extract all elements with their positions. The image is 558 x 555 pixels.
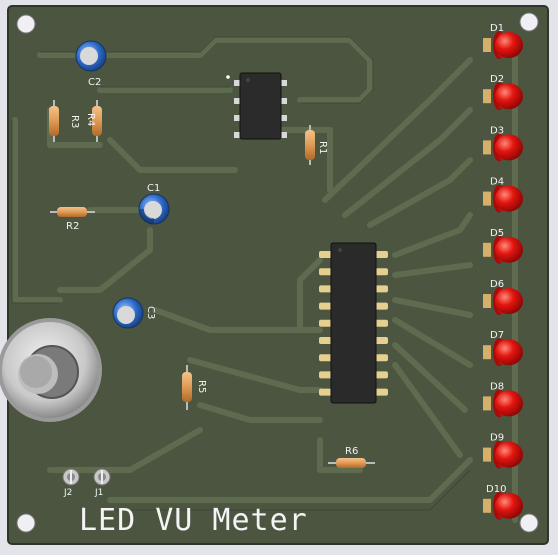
led-d5 — [483, 235, 523, 264]
ic-pin — [375, 285, 388, 293]
ic-pin — [319, 285, 332, 293]
label-d1: D1 — [490, 23, 504, 34]
label-r3: R3 — [69, 115, 80, 128]
ic-pin — [375, 388, 388, 396]
ic-pin — [375, 302, 388, 310]
label-d5: D5 — [490, 228, 504, 239]
label-r4: R4 — [85, 113, 96, 126]
capacitor-c3 — [112, 297, 144, 329]
board-title: LED VU Meter — [79, 503, 308, 538]
led-column — [483, 31, 523, 520]
led-d3 — [483, 133, 523, 162]
led-d2 — [483, 82, 523, 111]
ic-small — [226, 72, 287, 140]
copper-traces — [12, 37, 518, 523]
label-d2: D2 — [490, 74, 504, 85]
mounting-holes — [16, 12, 539, 533]
label-d6: D6 — [490, 279, 504, 290]
ic-pin — [319, 388, 332, 396]
ic-pin — [319, 251, 332, 258]
label-c1: C1 — [147, 183, 160, 194]
potentiometer — [0, 318, 102, 422]
led-d8 — [483, 389, 523, 418]
resistor-r2 — [50, 207, 95, 217]
label-r5: R5 — [196, 380, 207, 393]
label-r1: R1 — [317, 141, 328, 154]
ic-pin — [319, 337, 332, 344]
ic-pin — [319, 371, 332, 379]
led-d7 — [483, 338, 523, 367]
ic-pin — [375, 251, 388, 258]
mounting-hole — [519, 513, 539, 533]
label-d3: D3 — [490, 125, 504, 136]
connector-j1 — [93, 468, 111, 486]
label-r6: R6 — [345, 446, 358, 457]
silkscreen-labels: C1 C2 C3 R1 R2 R3 R4 R5 R6 J2 J1 D1D2D3D… — [63, 23, 506, 498]
ic-pin — [319, 268, 332, 276]
led-d4 — [483, 184, 523, 213]
resistor-r5 — [182, 365, 192, 410]
ic-pin — [319, 319, 332, 327]
resistor-r4 — [92, 100, 102, 142]
ic-pin — [375, 319, 388, 327]
label-c3: C3 — [145, 306, 156, 319]
mounting-hole — [16, 14, 36, 34]
ic-pin — [375, 337, 388, 344]
ic-pin — [375, 354, 388, 362]
resistor-r1 — [305, 125, 315, 165]
label-j1: J1 — [94, 488, 103, 498]
led-d1 — [483, 31, 523, 59]
capacitor-c1 — [138, 193, 170, 225]
connector-j2 — [62, 468, 80, 486]
capacitor-c2 — [75, 40, 107, 72]
mounting-hole — [16, 513, 36, 533]
resistor-r3 — [49, 100, 59, 142]
label-d7: D7 — [490, 330, 504, 341]
ic-pin — [375, 268, 388, 276]
ic-pin — [319, 302, 332, 310]
label-j2: J2 — [63, 488, 72, 498]
led-d6 — [483, 287, 523, 315]
label-r2: R2 — [66, 221, 79, 232]
led-d9 — [483, 440, 523, 469]
resistor-r6 — [328, 458, 375, 468]
ic-pin — [319, 354, 332, 362]
label-d4: D4 — [490, 177, 504, 188]
led-d10 — [483, 491, 523, 520]
ic-pin — [375, 371, 388, 379]
label-d8: D8 — [490, 381, 504, 392]
label-d9: D9 — [490, 433, 504, 444]
trace-edges — [11, 36, 471, 511]
mounting-hole — [519, 12, 539, 32]
pcb-board — [7, 5, 549, 545]
label-d10: D10 — [486, 484, 506, 495]
label-c2: C2 — [88, 77, 101, 88]
ic-large — [319, 242, 388, 404]
